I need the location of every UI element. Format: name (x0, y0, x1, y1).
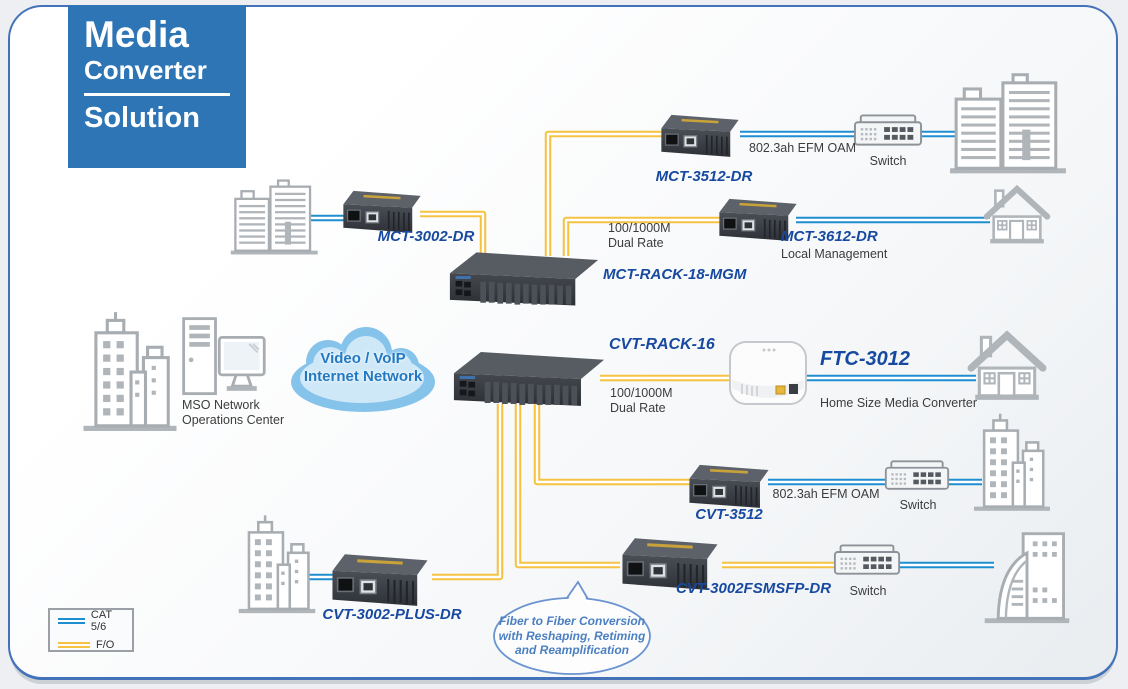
legend: CAT 5/6 F/O (48, 608, 134, 652)
label-mct-rack-18-mgm: MCT-RACK-18-MGM (603, 266, 747, 283)
note-efm-oam-top: 802.3ah EFM OAM (749, 141, 856, 155)
label-cvt-3512: CVT-3512 (695, 506, 763, 523)
note-mso-center: MSO Network Operations Center (182, 398, 285, 427)
curved-building-bottom-right (983, 532, 1071, 625)
switch-mid (884, 460, 950, 490)
house-top-right (982, 182, 1052, 246)
title-line-solution: Solution (84, 102, 200, 134)
fo-line-swatch (58, 642, 90, 648)
internet-cloud: Video / VoIP Internet Network (288, 324, 438, 419)
label-switch-mid: Switch (899, 498, 937, 512)
device-mct-3512-dr (660, 113, 740, 158)
label-cvt-3002fsmsfp-dr: CVT-3002FSMSFP-DR (676, 580, 832, 597)
label-mct-3612-dr: MCT-3612-DR (781, 228, 878, 245)
house-mid-right (966, 326, 1048, 404)
mso-workstation-icon (182, 317, 266, 396)
legend-row-fo: F/O (58, 639, 124, 651)
tower-buildings-right (974, 412, 1050, 513)
device-cvt-rack-16 (453, 352, 605, 406)
city-buildings-left (229, 179, 319, 256)
label-cvt-rack-16: CVT-RACK-16 (609, 336, 715, 353)
label-cvt-3002-plus-dr: CVT-3002-PLUS-DR (322, 606, 462, 623)
legend-row-cat: CAT 5/6 (58, 609, 124, 633)
city-buildings-top-right (948, 73, 1068, 175)
title-line-converter: Converter (84, 55, 207, 85)
label-switch-bottom: Switch (849, 584, 887, 598)
label-ftc-3012: FTC-3012 (820, 348, 911, 370)
fiber-wires (420, 130, 840, 581)
label-mct-3512-dr: MCT-3512-DR (655, 168, 753, 185)
device-cvt-3512 (688, 463, 770, 509)
device-cvt-3002-plus-dr (331, 553, 429, 607)
label-mct-3002-dr: MCT-3002-DR (377, 228, 475, 245)
fiber-bubble: Fiber to Fiber Conversion with Reshaping… (490, 578, 654, 678)
legend-fo-label: F/O (96, 639, 115, 651)
bubble-caption: Fiber to Fiber Conversion with Reshaping… (498, 614, 646, 657)
label-switch-top: Switch (869, 154, 907, 168)
device-mct-rack-18-mgm (449, 252, 599, 306)
note-efm-oam-mid: 802.3ah EFM OAM (772, 487, 880, 501)
switch-top (853, 114, 923, 146)
tower-buildings-mso (82, 310, 178, 432)
tower-buildings-bottom-left (237, 514, 317, 614)
note-dual-rate-top: 100/1000M Dual Rate (608, 221, 671, 250)
switch-bottom (833, 544, 901, 575)
cloud-caption: Video / VoIP Internet Network (303, 350, 423, 385)
title-line-media: Media (84, 14, 189, 55)
title-divider (84, 93, 230, 96)
label-local-management: Local Management (781, 247, 888, 261)
cat-line-swatch (58, 618, 85, 624)
speech-bubble-shape (493, 580, 651, 675)
copper-wires (306, 130, 994, 581)
title-block: Media Converter Solution (68, 5, 246, 168)
note-dual-rate-mid: 100/1000M Dual Rate (610, 386, 673, 415)
label-home-size-media-converter: Home Size Media Converter (820, 396, 978, 410)
device-ftc-3012 (729, 341, 807, 405)
legend-cat-label: CAT 5/6 (90, 609, 112, 633)
